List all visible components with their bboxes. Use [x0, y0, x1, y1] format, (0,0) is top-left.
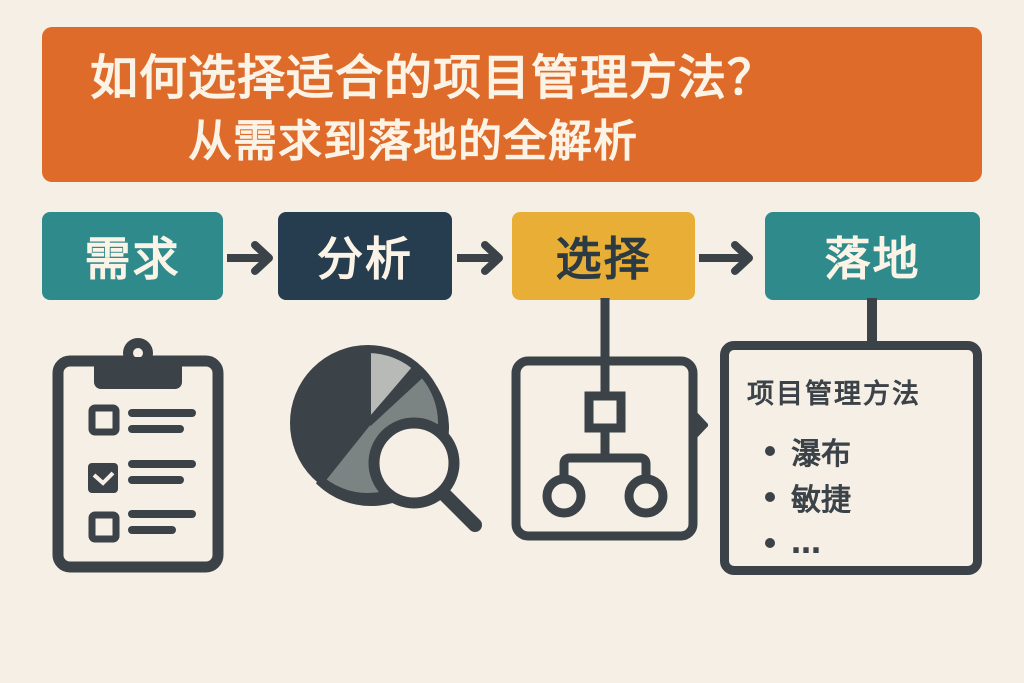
step-label: 落地 — [824, 232, 921, 286]
method-label: 敏捷 — [791, 483, 851, 518]
bullet-icon — [765, 538, 775, 548]
connector-line — [867, 298, 877, 344]
step-implementation: 落地 — [765, 212, 980, 300]
clipboard-checklist-icon — [50, 333, 226, 575]
arrow-right-icon — [225, 238, 277, 278]
method-list-title: 项目管理方法 — [747, 379, 921, 410]
method-label: … — [791, 525, 821, 561]
subtitle: 从需求到落地的全解析 — [188, 116, 638, 167]
method-list: 瀑布 敏捷 … — [765, 428, 851, 566]
hierarchy-tree-icon — [508, 298, 708, 544]
step-label: 需求 — [84, 232, 181, 286]
arrow-right-icon — [455, 238, 507, 278]
step-label: 分析 — [317, 232, 413, 286]
main-title: 如何选择适合的项目管理方法？ — [90, 50, 777, 106]
arrow-right-icon — [697, 238, 757, 278]
list-item: 敏捷 — [765, 474, 851, 520]
title-banner: 如何选择适合的项目管理方法？ 从需求到落地的全解析 — [42, 27, 982, 182]
list-item: … — [765, 520, 851, 566]
step-selection: 选择 — [512, 212, 695, 300]
bullet-icon — [765, 446, 775, 456]
step-label: 选择 — [555, 232, 652, 286]
step-analysis: 分析 — [278, 212, 452, 300]
method-list-box: 项目管理方法 瀑布 敏捷 … — [720, 341, 982, 575]
step-requirements: 需求 — [42, 212, 223, 300]
list-item: 瀑布 — [765, 428, 851, 474]
bullet-icon — [765, 492, 775, 502]
method-label: 瀑布 — [791, 437, 851, 472]
pie-chart-magnifier-icon — [290, 345, 490, 540]
